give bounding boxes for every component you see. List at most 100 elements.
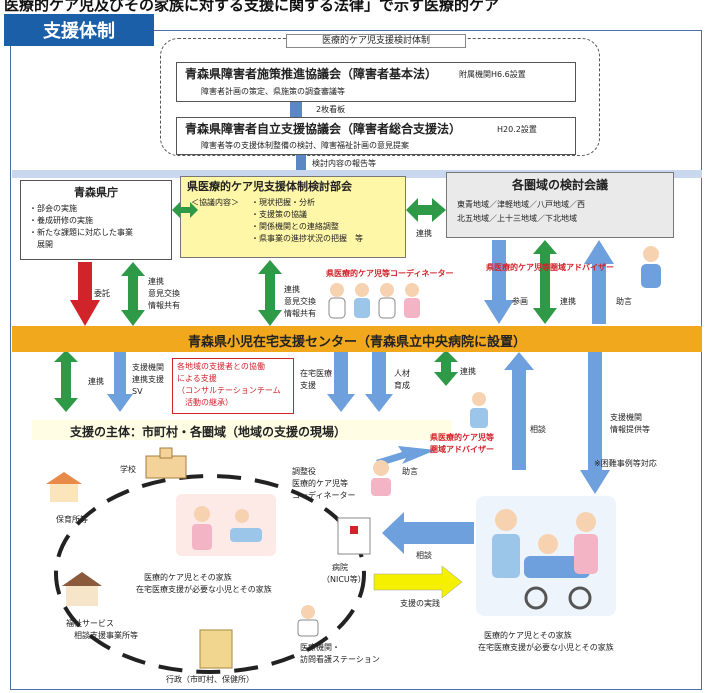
council1-box: 青森県障害者施策推進協議会（障害者基本法） 附属機関H6.6設置 障害者計画の策… <box>176 62 576 102</box>
center-band: 青森県小児在宅支援センター（青森県立中央病院に設置） <box>12 326 702 352</box>
label-joho1: 情報共有 <box>148 301 180 310</box>
family-label: 医療的ケア児とその家族 <box>144 573 232 582</box>
collab-box: 各地域の支援者との協働 による支援 （コンサルテーションチーム 活動の継承） <box>172 358 294 414</box>
right-family-label: 在宅医療支援が必要な小児とその家族 <box>478 643 614 652</box>
committee-sub: ＜協議内容＞ <box>191 198 239 207</box>
label-shien1: 支援機関 <box>132 363 164 372</box>
committee-item: ・支援策の協議 <box>251 210 307 219</box>
council1-title: 青森県障害者施策推進協議会（障害者基本法） <box>185 67 438 81</box>
advisor-person-illustration <box>641 246 661 288</box>
advisor2-line: 県医療的ケア児等 <box>430 433 494 442</box>
pref-office-item: 展開 <box>29 240 53 249</box>
admin-label: 行政（市町村、保健所） <box>166 675 254 684</box>
advisor-label: 県医療的ケア児等圏域アドバイザー <box>486 263 614 272</box>
tab-title: 支援体制 <box>4 14 154 46</box>
welfare-label: 相談支援事業所等 <box>74 631 138 640</box>
arrow-sodan-left <box>382 512 474 554</box>
header-top-text: 医療的ケア児及びその家族に対する支援に関する法律」で示す医療的ケア <box>4 0 500 12</box>
label-renkei-l: 連携 <box>88 377 104 386</box>
label-zaitaku2: 支援 <box>300 381 316 390</box>
label-jogen-m: 助言 <box>402 467 418 476</box>
council2-title: 青森県障害者自立支援協議会（障害者総合支援法） <box>185 122 462 136</box>
arrow-zaitaku <box>327 352 355 412</box>
label-jinzai2: 育成 <box>394 381 410 390</box>
coordinator-people-illustration <box>328 283 420 319</box>
center-band-label: 青森県小児在宅支援センター（青森県立中央病院に設置） <box>187 335 526 350</box>
pref-office-item: ・部会の実施 <box>29 204 77 213</box>
council2-box: 青森県障害者自立支援協議会（障害者総合支援法） H20.2設置 障害者等の支援体… <box>176 117 576 155</box>
medical-icon <box>297 605 319 637</box>
regional-title: 各圏域の検討会議 <box>511 178 608 192</box>
label-shien-r2: 情報提供等 <box>610 425 650 434</box>
arrow-sanka <box>484 240 514 324</box>
nursery-label: 保育所等 <box>56 515 88 524</box>
council2-desc: 障害者等の支援体制整備の検討、障害福祉計画の意見提案 <box>201 141 409 150</box>
coordinator-role: 調整役 <box>292 467 316 476</box>
arrow-sodan-up <box>504 352 534 470</box>
advisor2-person-illustration <box>470 392 488 428</box>
connector-strip <box>12 170 702 178</box>
arrow-committee-regional <box>406 198 446 222</box>
arrow-jissen <box>373 565 463 599</box>
council1-desc: 障害者計画の策定、県施策の調査審議等 <box>201 87 345 96</box>
arrow-regional-center <box>533 240 557 324</box>
label-renkei1: 連携 <box>148 277 164 286</box>
collab-line: （コンサルテーションチーム <box>177 386 281 395</box>
label-ikou2: 意見交換 <box>284 297 316 306</box>
label-sanka: 参画 <box>512 297 528 306</box>
nursery-icon <box>46 472 82 502</box>
label-shien3: SV <box>132 387 143 396</box>
school-label: 学校 <box>120 465 136 474</box>
committee-box: 県医療的ケア児支援体制検討部会 ＜協議内容＞ ・現状把握・分析 ・支援策の協議 … <box>180 176 406 258</box>
support-band: 支援の主体：市町村・各圏域（地域の支援の現場） <box>32 420 452 440</box>
label-jinzai1: 人材 <box>394 369 410 378</box>
school-icon <box>145 447 187 479</box>
diagram-frame <box>10 30 702 690</box>
council2-note: H20.2設置 <box>497 125 537 134</box>
report-label: 検討内容の報告等 <box>312 159 376 168</box>
arrow-pref-center <box>121 262 145 326</box>
family-illustration <box>176 494 276 556</box>
arrow-renkei-mid <box>434 350 458 386</box>
pref-office-item: ・新たな課題に対応した事業 <box>29 228 133 237</box>
support-band-label: 支援の主体：市町村・各圏域（地域の支援の現場） <box>70 425 347 439</box>
label-renkei-mid: 連携 <box>460 367 476 376</box>
family-label: 在宅医療支援が必要な小児とその家族 <box>136 585 272 594</box>
arrow-pref-committee <box>172 202 198 218</box>
arrow-jogen-coord <box>376 446 436 466</box>
admin-building-icon <box>199 629 233 669</box>
arrow-jogen <box>584 240 614 324</box>
hospital-icon <box>337 517 371 555</box>
arrow-center-support <box>54 350 78 412</box>
committee-item: ・県事業の進捗状況の把握 等 <box>251 234 363 243</box>
hospital-label: （NICU等） <box>322 575 366 584</box>
coordinator-label: 県医療的ケア児等コーディネーター <box>326 269 454 278</box>
label-renkei-reg: 連携 <box>560 297 576 306</box>
welfare-icon <box>62 572 102 606</box>
report-arrow <box>296 155 306 175</box>
committee-title: 県医療的ケア児支援体制検討部会 <box>187 180 352 193</box>
label-jissen: 支援の実践 <box>400 599 440 608</box>
regional-line: 北五地域／上十三地域／下北地域 <box>457 214 577 223</box>
arrow-shien-right <box>580 352 610 494</box>
advisor2-line: 圏域アドバイザー <box>430 445 494 454</box>
council1-note: 附属機関H6.6設置 <box>459 70 526 79</box>
label-shien2: 連携支援 <box>132 375 164 384</box>
label-ikou1: 意見交換 <box>148 289 180 298</box>
welfare-label: 福祉サービス <box>66 619 114 628</box>
regional-line: 東青地域／津軽地域／八戸地域／西 <box>457 200 585 209</box>
medical-label: 医療機関・ <box>300 643 340 652</box>
collab-line: による支援 <box>177 374 217 383</box>
arrow-committee-center <box>258 260 282 326</box>
right-family-label: 医療的ケア児とその家族 <box>484 631 572 640</box>
community-ring <box>54 474 366 674</box>
coordinator-person-icon <box>371 460 391 496</box>
label-sodan-h: 相談 <box>416 551 432 560</box>
pref-office-title: 青森県庁 <box>74 186 118 199</box>
pref-office-item: ・養成研修の実施 <box>29 216 93 225</box>
collab-line: 活動の継承） <box>185 398 233 407</box>
label-shien-r1: 支援機関 <box>610 413 642 422</box>
label-jogen: 助言 <box>616 297 632 306</box>
label-sodan-v: 相談 <box>530 425 546 434</box>
